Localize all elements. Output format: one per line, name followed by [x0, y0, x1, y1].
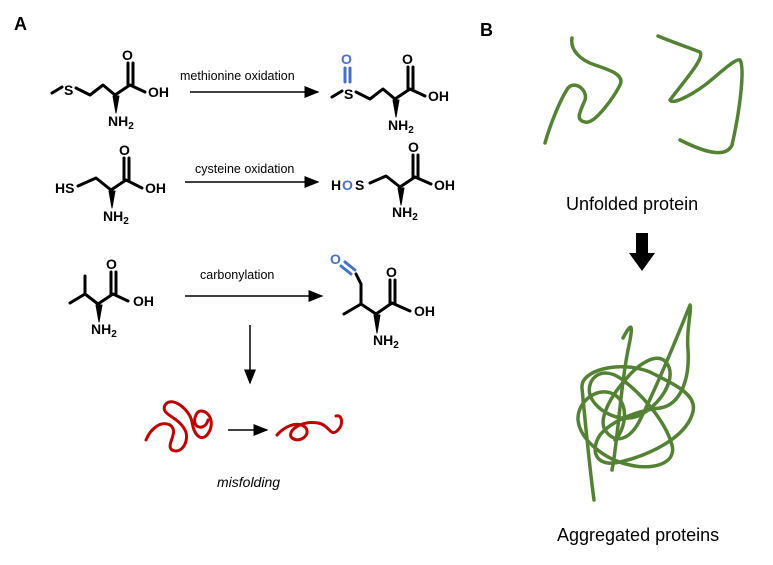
atom-s: S [64, 82, 73, 98]
atom-nh2: NH2 [103, 208, 129, 227]
aggregated-protein-strand [610, 325, 634, 472]
unfolded-protein-strand-1 [543, 36, 623, 145]
atom-hs: HS [55, 180, 74, 196]
atom-oh: OH [145, 180, 166, 196]
atom-oh: OH [133, 293, 154, 309]
atom-nh2: NH2 [91, 321, 117, 340]
panel-label-b: B [480, 20, 493, 40]
atom-h: H [331, 177, 341, 193]
cysteine-structure [76, 156, 144, 209]
atom-nh2: NH2 [388, 117, 414, 136]
atom-s: S [355, 177, 364, 193]
atom-o: O [408, 139, 419, 155]
block-arrow-down-icon [629, 233, 655, 271]
unfolded-protein-strand-2 [656, 34, 744, 155]
methionine-oxidation-label: methionine oxidation [180, 69, 295, 83]
atom-o-carbonyl: O [330, 251, 341, 267]
atom-oh: OH [428, 88, 449, 104]
misfolding-label: misfolding [217, 474, 281, 490]
carbonylation-label: carbonylation [200, 268, 275, 282]
atom-o: O [106, 256, 117, 272]
panel-label-a: A [14, 14, 27, 34]
atom-o: O [402, 51, 413, 67]
methionine-structure [50, 61, 147, 114]
atom-o-oxidized: O [341, 51, 352, 67]
aggregated-protein-tangle [576, 303, 696, 502]
methionine-sulfoxide-structure [330, 65, 427, 118]
atom-oh: OH [148, 84, 169, 100]
atom-oh: OH [434, 177, 455, 193]
atom-o: O [122, 47, 133, 63]
atom-nh2: NH2 [108, 113, 134, 132]
misfolded-protein-squiggle [275, 414, 344, 442]
cysteine-oxidation-label: cysteine oxidation [195, 162, 295, 176]
atom-oh: OH [414, 303, 435, 319]
unfolded-protein-label: Unfolded protein [566, 194, 699, 214]
atom-o: O [386, 264, 397, 280]
aggregated-proteins-label: Aggregated proteins [557, 525, 720, 545]
atom-o-oxidized: O [342, 177, 353, 193]
atom-s: S [344, 86, 353, 102]
carbonylated-structure [339, 260, 412, 334]
atom-nh2: NH2 [392, 204, 418, 223]
valine-structure [68, 270, 130, 323]
folded-protein-squiggle [144, 400, 213, 453]
cysteine-sulfenic-acid-structure [368, 153, 433, 206]
atom-nh2: NH2 [373, 332, 399, 351]
atom-o: O [119, 142, 130, 158]
